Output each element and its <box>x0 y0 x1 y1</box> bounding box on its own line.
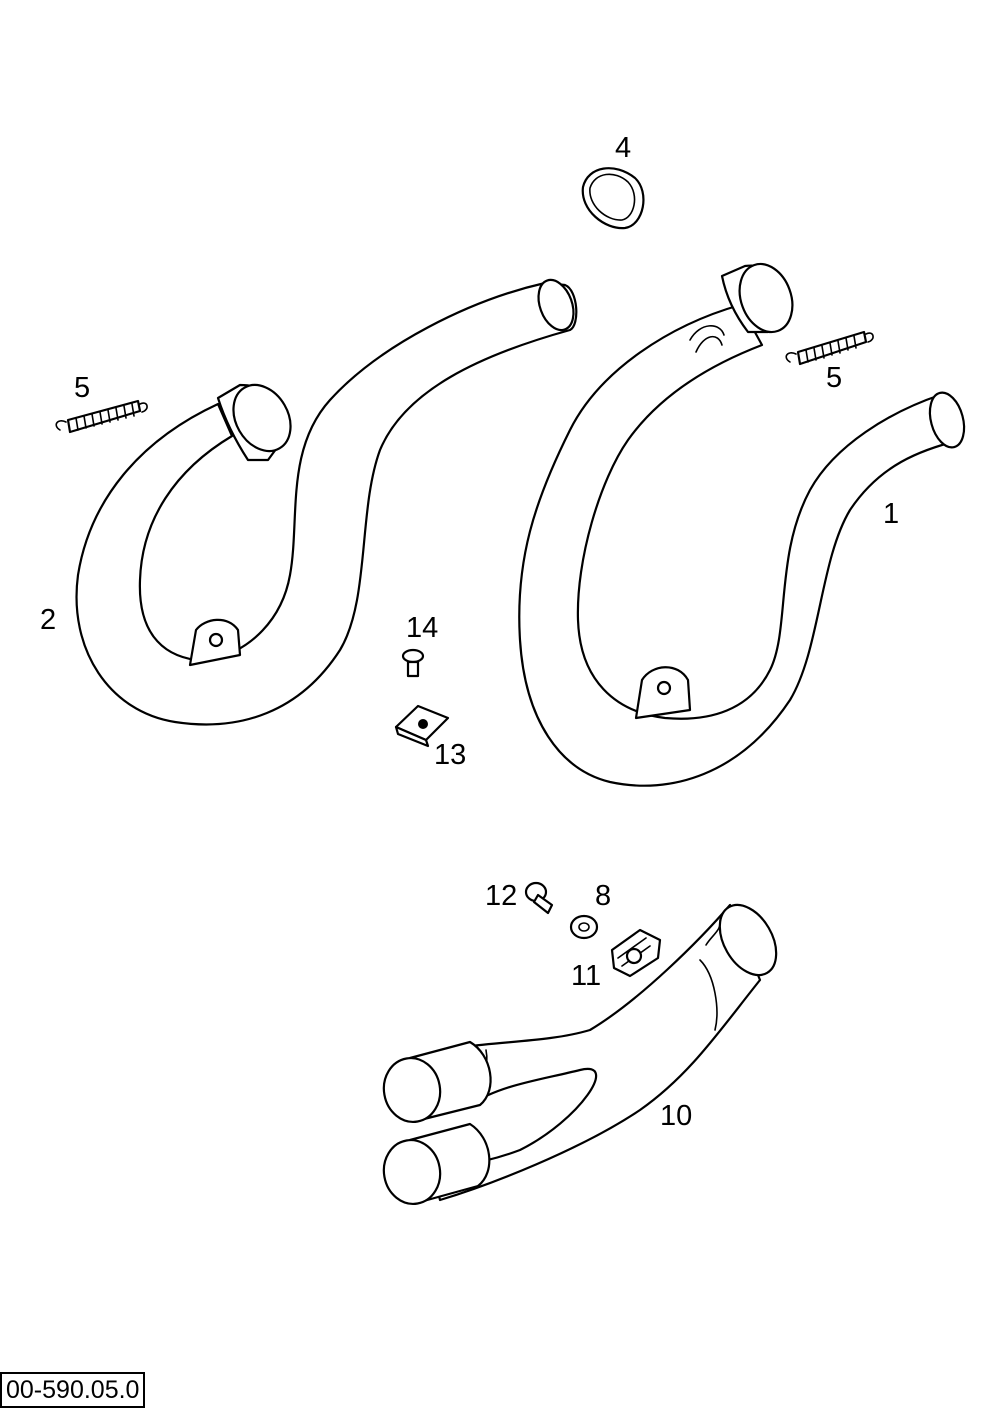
washer <box>569 914 599 940</box>
collector-clamp <box>610 928 662 978</box>
callout-screw: 14 <box>406 612 439 644</box>
callout-bolt: 12 <box>485 880 518 912</box>
exhaust-spring-right <box>785 330 874 366</box>
callout-washer: 8 <box>595 880 612 912</box>
screw <box>401 648 425 678</box>
drawing-number: 00-590.05.0 <box>0 1372 146 1408</box>
callout-collector: 10 <box>660 1100 693 1132</box>
collector-bolt <box>524 881 554 915</box>
callout-clip-nut: 13 <box>434 739 467 771</box>
header-pipe-right <box>518 262 966 787</box>
callout-spring-right: 5 <box>826 362 843 394</box>
callout-pipe-right: 1 <box>883 498 900 530</box>
exhaust-collector <box>382 903 778 1205</box>
callout-gasket: 4 <box>615 132 632 164</box>
header-pipe-left <box>75 278 578 726</box>
exhaust-spring-left <box>55 399 148 434</box>
exhaust-gasket <box>581 167 645 230</box>
callout-spring-left: 5 <box>74 372 91 404</box>
callout-pipe-left: 2 <box>40 604 57 636</box>
clip-nut <box>394 704 450 748</box>
callout-clamp: 11 <box>571 960 602 992</box>
